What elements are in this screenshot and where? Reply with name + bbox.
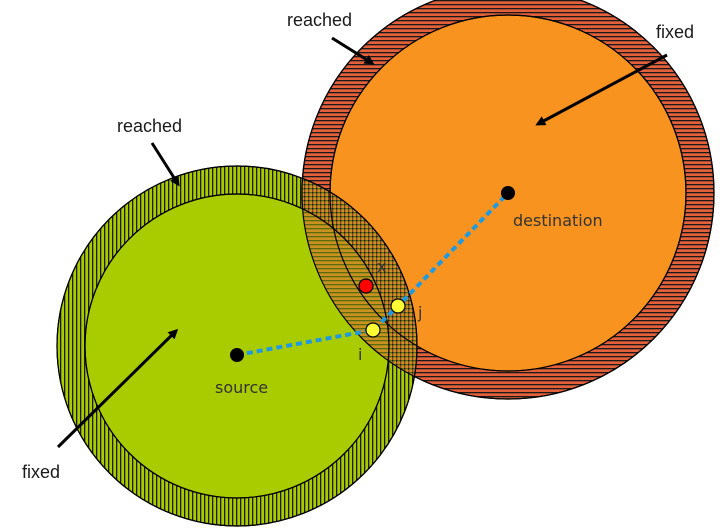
label-reached-top: reached	[287, 10, 352, 30]
label-fixed-top: fixed	[656, 22, 694, 42]
label-source: source	[215, 378, 268, 397]
node-i	[365, 322, 381, 338]
destination-node	[501, 186, 515, 200]
shortest-path	[236, 191, 510, 357]
arrow-reached-top	[331, 36, 375, 65]
arrow-fixed-bottom	[56, 328, 179, 449]
label-node-j: j	[417, 303, 422, 322]
label-reached-left: reached	[117, 116, 182, 136]
arrow-reached-left	[150, 142, 180, 187]
source-node	[230, 348, 244, 362]
label-destination: destination	[513, 211, 603, 230]
node-j	[390, 298, 406, 314]
node-x	[358, 278, 374, 294]
label-fixed-bottom: fixed	[22, 462, 60, 482]
label-node-x: x	[377, 257, 386, 276]
overlap-region	[302, 166, 417, 399]
arrow-fixed-top	[535, 53, 668, 126]
label-node-i: i	[358, 345, 362, 364]
